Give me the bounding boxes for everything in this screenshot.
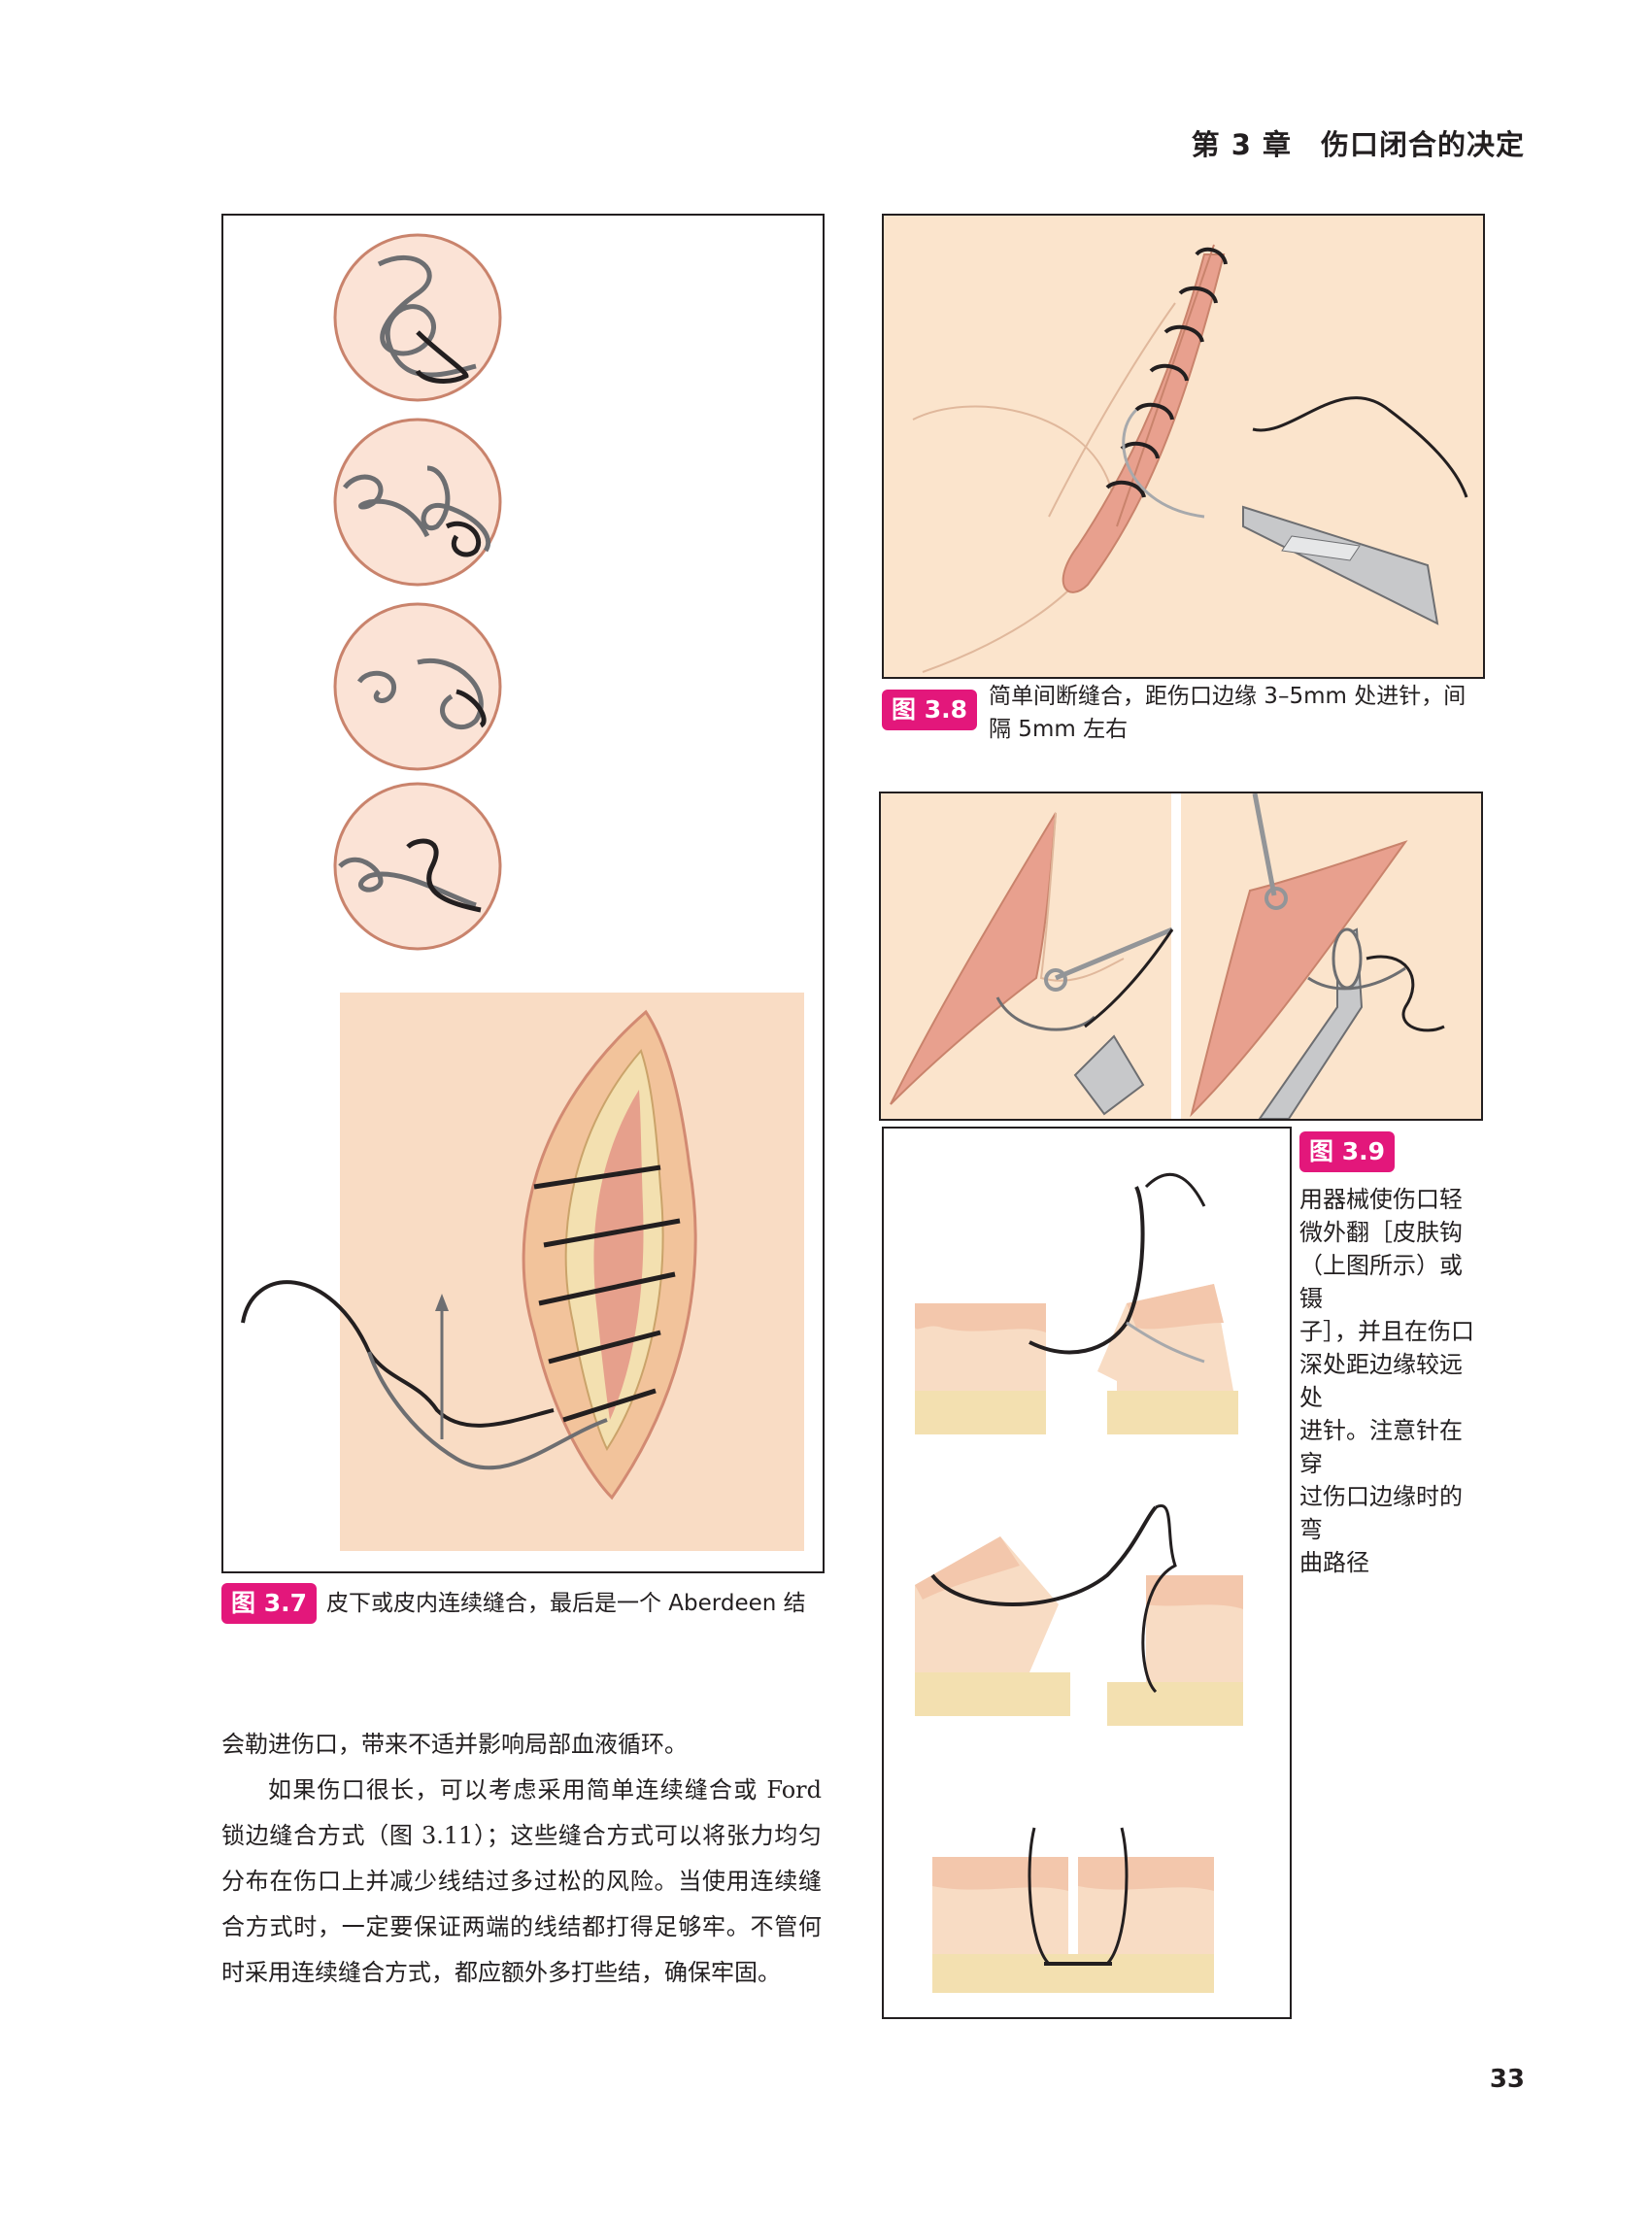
figure-3-9-caption: 用器械使伤口轻 微外翻［皮肤钩 （上图所示）或镊 子］，并且在伤口 深处距边缘较…	[1299, 1183, 1484, 1579]
figure-3-9-bottom-frame	[882, 1127, 1292, 2019]
body-paragraph-1: 会勒进伤口，带来不适并影响局部血液循环。	[221, 1731, 688, 1758]
figure-3-8-frame	[882, 214, 1485, 679]
figure-3-9-caption-line-2: 微外翻［皮肤钩	[1299, 1219, 1463, 1246]
figure-3-9-bottom-illustration	[915, 1172, 1243, 1993]
cross-section-2	[915, 1504, 1243, 1726]
figure-3-8-tag: 图 3.8	[882, 690, 977, 730]
figure-3-8-illustration	[884, 216, 1483, 677]
figure-3-8-caption-line-2: 隔 5mm 左右	[989, 717, 1129, 742]
knot-step-3	[333, 602, 502, 771]
figure-3-9-tag: 图 3.9	[1299, 1131, 1395, 1172]
knot-step-4	[333, 782, 502, 951]
figure-3-8-caption: 简单间断缝合，距伤口边缘 3–5mm 处进针，间 隔 5mm 左右	[989, 680, 1494, 746]
figure-3-9-caption-line-5: 深处距边缘较远处	[1299, 1351, 1463, 1411]
figure-3-7-frame	[221, 214, 825, 1573]
figure-3-9-caption-line-3: （上图所示）或镊	[1299, 1252, 1463, 1312]
figure-3-8-caption-line-1: 简单间断缝合，距伤口边缘 3–5mm 处进针，间	[989, 684, 1467, 709]
body-paragraph-2: 如果伤口很长，可以考虑采用简单连续缝合或 Ford 锁边缝合方式（图 3.11）…	[221, 1776, 822, 1986]
figure-3-7-caption: 皮下或皮内连续缝合，最后是一个 Aberdeen 结	[326, 1591, 806, 1616]
cross-section-1	[915, 1172, 1238, 1434]
subcuticular-suture-panel	[241, 993, 804, 1551]
body-text: 会勒进伤口，带来不适并影响局部血液循环。 如果伤口很长，可以考虑采用简单连续缝合…	[221, 1722, 822, 1996]
figure-3-7-tag: 图 3.7	[221, 1583, 317, 1624]
page-number: 33	[1489, 2065, 1525, 2094]
cross-section-3	[932, 1827, 1214, 1993]
figure-3-9-top-illustration	[881, 793, 1481, 1119]
figure-3-9-caption-line-6: 进针。注意针在穿	[1299, 1417, 1463, 1477]
figure-3-9-caption-line-8: 曲路径	[1299, 1549, 1369, 1576]
figure-3-9-top-frame	[879, 792, 1483, 1121]
knot-step-2	[333, 418, 502, 587]
figure-3-9-caption-line-4: 子］，并且在伤口	[1299, 1318, 1474, 1345]
figure-3-7-illustration	[241, 233, 804, 1551]
figure-3-9-caption-line-1: 用器械使伤口轻	[1299, 1186, 1463, 1213]
knot-step-1	[333, 233, 502, 402]
chapter-header: 第 3 章 伤口闭合的决定	[1191, 128, 1525, 161]
figure-3-9-caption-line-7: 过伤口边缘时的弯	[1299, 1483, 1463, 1543]
